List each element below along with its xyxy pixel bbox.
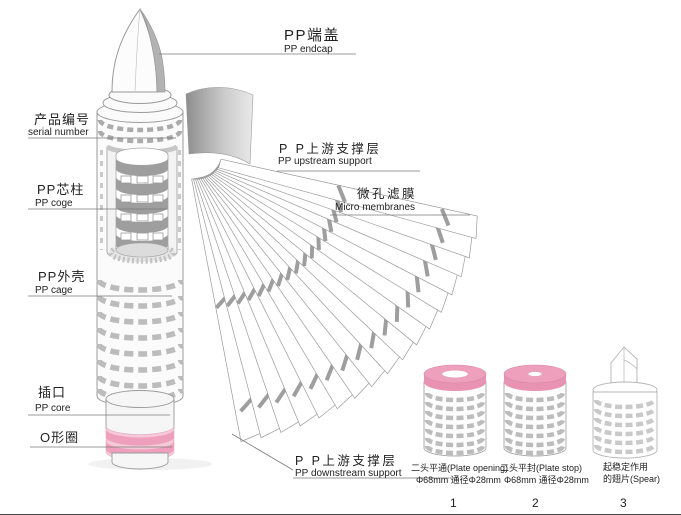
variant3-number: 3	[620, 496, 627, 510]
core-slot	[152, 175, 164, 184]
variant1-number: 1	[450, 496, 457, 510]
label-upstream-zh: P P上游支撑层	[279, 141, 381, 156]
cage-row	[96, 311, 184, 325]
cage-row	[96, 327, 184, 341]
cage-row	[96, 359, 184, 373]
core-band	[116, 158, 168, 176]
label-endcap-zh: PP端盖	[284, 27, 340, 44]
core-slot	[136, 232, 149, 241]
variant3-title: 起稳定作用	[603, 461, 648, 472]
serial-band-row	[97, 130, 183, 144]
core-slot	[152, 194, 164, 203]
core-band	[116, 196, 168, 214]
cage-row	[96, 343, 184, 357]
socket-step-top	[105, 390, 175, 408]
spear-fold-line	[134, 8, 141, 93]
core-slot	[152, 213, 164, 222]
core-slot-rows	[120, 175, 164, 241]
variant-3-spear	[592, 346, 658, 459]
cage-row	[96, 295, 184, 309]
endcap-spear	[111, 7, 158, 93]
core-slot	[136, 175, 149, 184]
label-serial-zh: 产品编号	[34, 112, 90, 127]
core-slot	[120, 194, 132, 203]
variant1-open-hole	[441, 369, 469, 379]
label-upstream-en: PP upstream support	[278, 156, 372, 167]
variant1-spec: Φ68mm 通径Φ28mm	[416, 474, 501, 485]
variant2-slot-rows	[504, 392, 566, 456]
variant1-top-rim	[424, 374, 486, 391]
label-oring-zh: O形圈	[40, 430, 79, 445]
core-slot	[120, 175, 132, 184]
core-slot	[152, 232, 164, 241]
variant2-title: 二头平封(Plate stop)	[500, 462, 582, 473]
label-socket-en: PP core	[35, 403, 71, 414]
bottom-stub	[111, 452, 169, 470]
variant3-spear-curve	[623, 359, 638, 370]
variant-captions: 二头平通(Plate opening) Φ68mm 通径Φ28mm 1 二头平封…	[411, 461, 660, 510]
label-downstream-en: PP downstream support	[295, 468, 402, 479]
label-core-column-zh: PP芯柱	[37, 182, 84, 197]
main-cartridge	[88, 7, 212, 470]
leader-downstream	[231, 433, 458, 479]
variant-1-plate-opening	[423, 364, 487, 457]
label-texts: PP端盖 PP endcap 产品编号 serial number PP芯柱 P…	[28, 27, 417, 479]
pleat-bowl-spokes	[108, 242, 176, 264]
cage-row	[96, 279, 184, 293]
label-cage-en: PP cage	[35, 285, 73, 296]
core-bottom	[115, 242, 169, 258]
variant2-spec: Φ68mm 通径Φ28mm	[504, 474, 589, 485]
variant2-top-rim	[504, 374, 566, 391]
label-membrane-en: Micro membranes	[335, 202, 415, 213]
variant1-body	[423, 381, 487, 457]
serial-band-row	[97, 119, 183, 133]
label-membrane-zh: 微孔滤膜	[357, 187, 417, 201]
core-slot	[136, 213, 149, 222]
cage-row	[96, 375, 184, 389]
label-core-column-en: PP coge	[35, 198, 73, 209]
core-band	[116, 215, 168, 233]
variant3-spec: 的翅片(Spear)	[603, 473, 660, 484]
label-cage-zh: PP外壳	[38, 269, 85, 284]
endcap-spear-fin	[139, 8, 166, 93]
variant-2-plate-stop	[503, 364, 567, 457]
variant1-slot-rows	[424, 392, 486, 456]
variant2-body	[503, 381, 567, 457]
label-socket-zh: 插口	[38, 385, 66, 400]
core-slot	[136, 194, 149, 203]
core-slot	[120, 213, 132, 222]
variant2-stop-hole	[527, 371, 543, 377]
core-slot	[120, 232, 132, 241]
core-band	[116, 177, 168, 195]
label-downstream-zh: P P上游支撑层	[295, 453, 397, 468]
label-endcap-en: PP endcap	[284, 44, 333, 55]
label-serial-en: serial number	[28, 127, 89, 138]
oring-1	[106, 429, 174, 446]
upstream-support-sheet	[185, 87, 254, 165]
variant3-slot-rows	[593, 399, 657, 455]
variant2-number: 2	[532, 496, 539, 510]
cage-slot-rows	[96, 279, 184, 402]
leader-lines	[28, 53, 470, 479]
variant1-title: 二头平通(Plate opening)	[411, 463, 508, 473]
